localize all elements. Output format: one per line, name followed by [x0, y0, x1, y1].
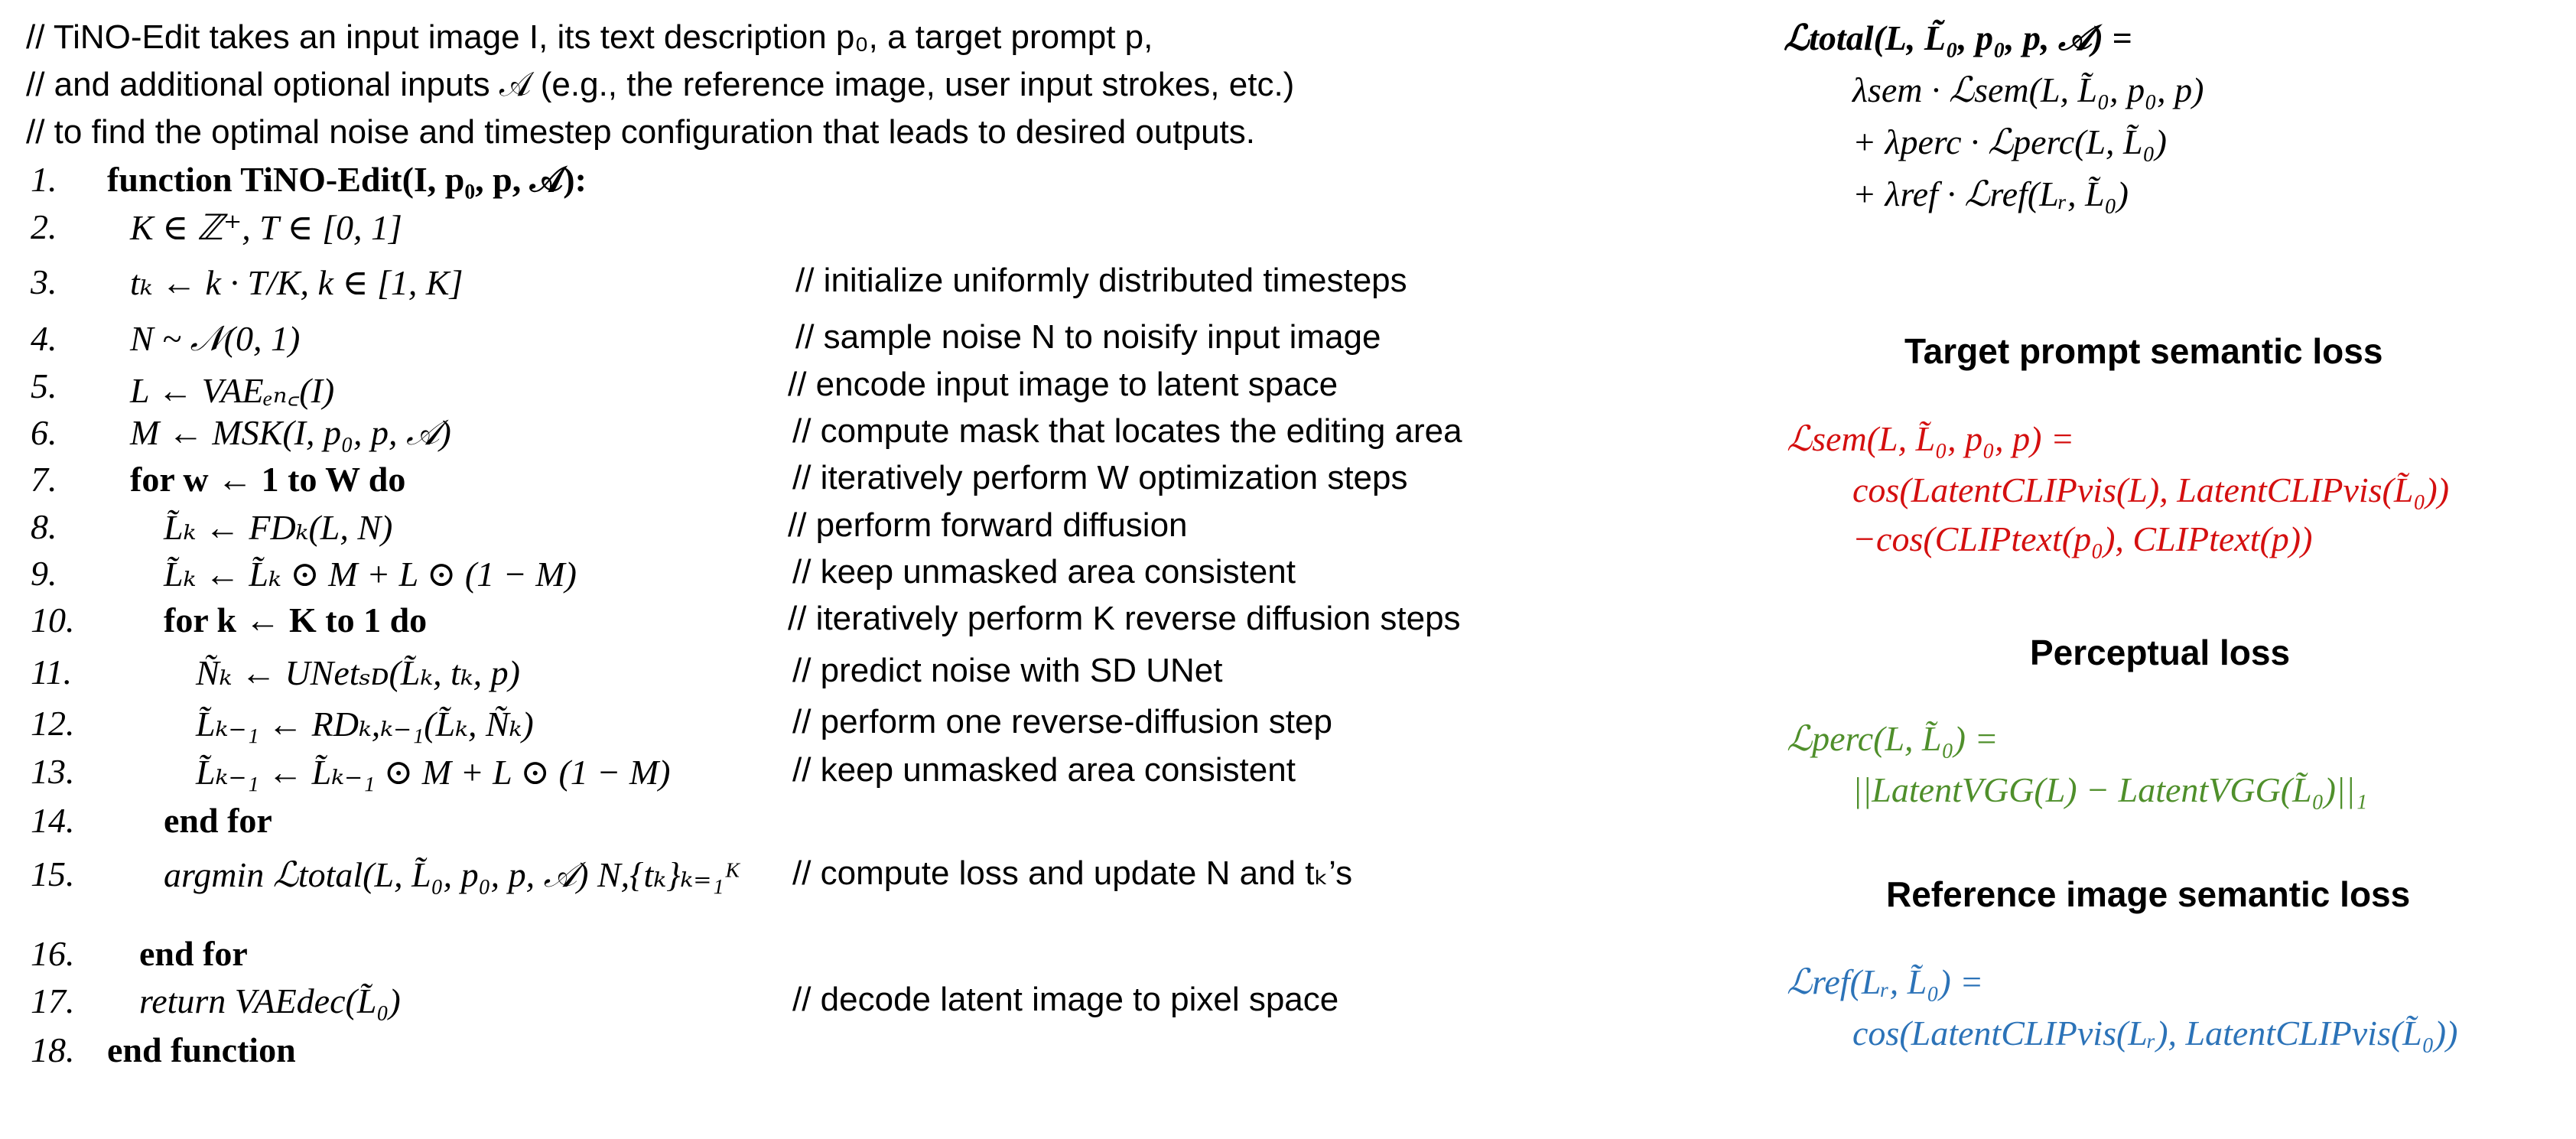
line-code: Ñₖ ← UNetₛᴅ(L̃ₖ, tₖ, p)	[196, 653, 520, 692]
perceptual-loss-line-1: ||LatentVGG(L) − LatentVGG(L̃₀)||₁	[1852, 770, 2368, 809]
reference-loss-title: Reference image semantic loss	[1886, 874, 2411, 914]
line-number: 15.	[31, 854, 75, 893]
total-loss-header: ℒtotal(L, L̃₀, p₀, p, 𝒜) =	[1784, 18, 2132, 57]
line-code: L̃ₖ ← L̃ₖ ⊙ M + L ⊙ (1 − M)	[164, 555, 577, 594]
line-comment: // iteratively perform W optimization st…	[792, 459, 1408, 496]
semantic-loss-title: Target prompt semantic loss	[1904, 331, 2383, 371]
algorithm-line-16: 16. end for	[0, 933, 1683, 979]
line-number: 13.	[31, 752, 75, 791]
perceptual-loss-header: ℒperc(L, L̃₀) =	[1787, 719, 1999, 758]
line-comment: // compute loss and update N and tₖ’s	[792, 854, 1353, 892]
line-number: 10.	[31, 600, 75, 639]
line-number: 6.	[31, 413, 57, 452]
algorithm-line-4: 4. N ~ 𝒩(0, 1) // sample noise N to nois…	[0, 318, 1683, 364]
line-comment: // compute mask that locates the editing…	[792, 412, 1462, 450]
reference-loss-line-1: cos(LatentCLIPvis(Lᵣ), LatentCLIPvis(L̃₀…	[1852, 1014, 2458, 1053]
line-code: end function	[107, 1030, 296, 1069]
line-comment: // perform forward diffusion	[788, 506, 1188, 544]
line-comment: // perform one reverse-diffusion step	[792, 703, 1332, 740]
algorithm-line-1: 1. function TiNO-Edit(I, p₀, p, 𝒜):	[0, 159, 1683, 205]
line-number: 14.	[31, 801, 75, 840]
line-code: L ← VAEₑₙ꜀(I)	[130, 371, 335, 410]
line-number: 2.	[31, 207, 57, 246]
intro-line-3: // to find the optimal noise and timeste…	[26, 113, 1255, 151]
line-code: tₖ ← k · T/K, k ∈ [1, K]	[130, 263, 463, 302]
algorithm-line-11: 11. Ñₖ ← UNetₛᴅ(L̃ₖ, tₖ, p) // predict …	[0, 652, 1683, 698]
algorithm-line-6: 6. M ← MSK(I, p₀, p, 𝒜) // compute mask …	[0, 412, 1683, 458]
line-code: for k ← K to 1 do	[164, 600, 428, 639]
reference-loss-header: ℒref(Lᵣ, L̃₀) =	[1787, 962, 1984, 1001]
line-number: 1.	[31, 160, 57, 199]
intro-line-2: // and additional optional inputs 𝒜 (e.g…	[26, 66, 1295, 103]
line-number: 8.	[31, 507, 57, 546]
algorithm-line-5: 5. L ← VAEₑₙ꜀(I) // encode input image t…	[0, 366, 1683, 412]
algorithm-line-3: 3. tₖ ← k · T/K, k ∈ [1, K] // initializ…	[0, 262, 1683, 308]
line-number: 17.	[31, 981, 75, 1020]
line-number: 11.	[31, 652, 73, 692]
algorithm-line-9: 9. L̃ₖ ← L̃ₖ ⊙ M + L ⊙ (1 − M) // keep u…	[0, 553, 1683, 599]
line-code: return VAEdec(L̃₀)	[139, 981, 401, 1020]
semantic-loss-line-1: cos(LatentCLIPvis(L), LatentCLIPvis(L̃₀)…	[1852, 470, 2450, 509]
line-code: K ∈ ℤ⁺, T ∈ [0, 1]	[130, 208, 402, 247]
algorithm-line-12: 12. L̃ₖ₋₁ ← RDₖ,ₖ₋₁(L̃ₖ, Ñₖ) // perform…	[0, 703, 1683, 749]
semantic-loss-line-2: −cos(CLIPtext(p₀), CLIPtext(p))	[1852, 519, 2313, 558]
algorithm-line-8: 8. L̃ₖ ← FDₖ(L, N) // perform forward di…	[0, 506, 1683, 552]
perceptual-loss-title: Perceptual loss	[2030, 633, 2291, 672]
line-number: 16.	[31, 934, 75, 973]
line-code: L̃ₖ₋₁ ← RDₖ,ₖ₋₁(L̃ₖ, Ñₖ)	[196, 705, 534, 744]
total-loss-term-sem-text: λsem · ℒsem(L, L̃₀, p₀, p)	[1852, 70, 2204, 109]
line-code: L̃ₖ₋₁ ← L̃ₖ₋₁ ⊙ M + L ⊙ (1 − M)	[196, 753, 671, 792]
line-comment: // encode input image to latent space	[788, 366, 1338, 403]
intro-line-1: // TiNO-Edit takes an input image I, its…	[26, 18, 1153, 56]
algorithm-line-7: 7. for w ← 1 to W do // iteratively perf…	[0, 459, 1683, 505]
algorithm-intro: // TiNO-Edit takes an input image I, its…	[26, 14, 1632, 156]
line-comment: // keep unmasked area consistent	[792, 553, 1296, 591]
total-loss-term-ref: + λref · ℒref(Lᵣ, L̃₀)	[1852, 174, 2129, 213]
line-number: 12.	[31, 704, 75, 743]
line-code: for w ← 1 to W do	[130, 460, 406, 499]
algorithm-line-14: 14. end for	[0, 800, 1683, 846]
line-comment: // sample noise N to noisify input image	[795, 318, 1381, 356]
line-code: N ~ 𝒩(0, 1)	[130, 319, 301, 358]
line-code: end for	[139, 934, 248, 973]
line-number: 5.	[31, 366, 57, 405]
line-number: 18.	[31, 1030, 75, 1069]
algorithm-line-13: 13. L̃ₖ₋₁ ← L̃ₖ₋₁ ⊙ M + L ⊙ (1 − M) // k…	[0, 751, 1683, 797]
semantic-loss-header: ℒsem(L, L̃₀, p₀, p) =	[1787, 419, 2074, 458]
algorithm-line-18: 18. end function	[0, 1030, 1683, 1076]
line-comment: // predict noise with SD UNet	[792, 652, 1223, 689]
line-code: L̃ₖ ← FDₖ(L, N)	[164, 508, 393, 547]
line-code: argmin ℒtotal(L, L̃₀, p₀, p, 𝒜) N,{tₖ}ₖ₌…	[164, 855, 742, 894]
line-number: 9.	[31, 554, 57, 593]
algorithm-line-2: 2. K ∈ ℤ⁺, T ∈ [0, 1]	[0, 207, 1683, 252]
algorithm-line-17: 17. return VAEdec(L̃₀) // decode latent …	[0, 981, 1683, 1027]
total-loss-term-perc: + λperc · ℒperc(L, L̃₀)	[1852, 122, 2167, 161]
line-code: end for	[164, 801, 272, 840]
line-comment: // decode latent image to pixel space	[792, 981, 1339, 1018]
algorithm-line-10: 10. for k ← K to 1 do // iteratively per…	[0, 600, 1683, 646]
line-number: 4.	[31, 319, 57, 358]
line-number: 3.	[31, 262, 57, 301]
line-comment: // iteratively perform K reverse diffusi…	[788, 600, 1461, 637]
line-code: function TiNO-Edit(I, p₀, p, 𝒜):	[107, 160, 587, 199]
line-comment: // keep unmasked area consistent	[792, 751, 1296, 789]
line-number: 7.	[31, 460, 57, 499]
line-code: M ← MSK(I, p₀, p, 𝒜)	[130, 413, 451, 452]
line-comment: // initialize uniformly distributed time…	[795, 262, 1407, 299]
total-loss-term-sem: λsem · ℒsem(L, L̃₀, p₀, p)	[1852, 69, 2204, 110]
algorithm-line-15: 15. argmin ℒtotal(L, L̃₀, p₀, p, 𝒜) N,{t…	[0, 854, 1683, 923]
